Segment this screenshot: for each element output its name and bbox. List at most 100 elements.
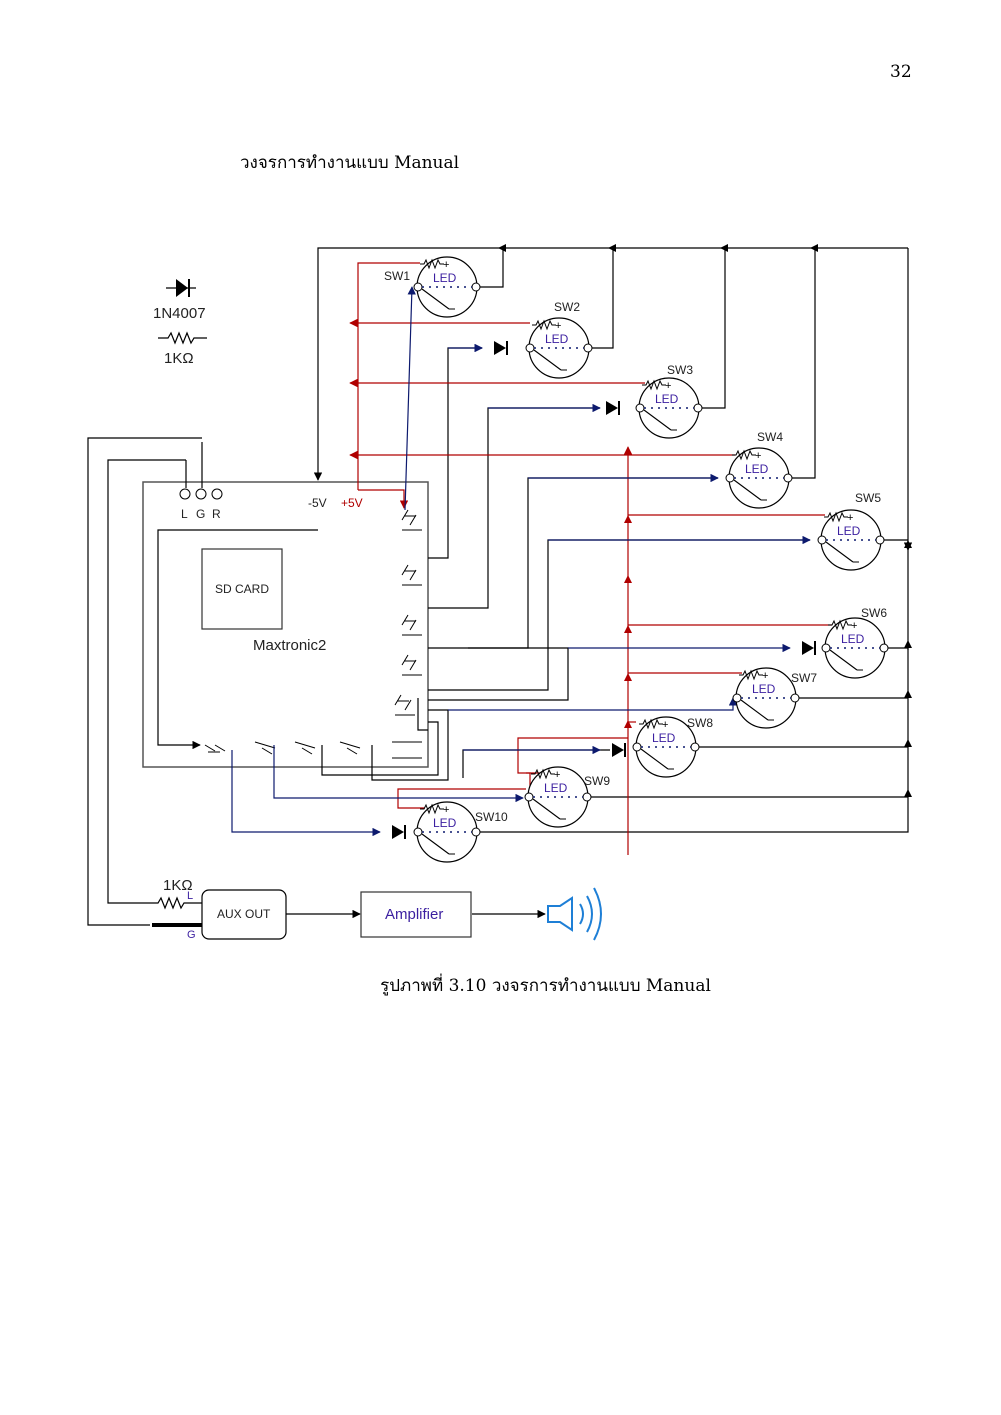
page-number: 32 xyxy=(890,62,912,82)
led-label: LED xyxy=(433,271,457,285)
switch-lever xyxy=(740,699,774,721)
polarity-plus: + xyxy=(555,320,561,332)
legend-diode-label: 1N4007 xyxy=(153,305,206,322)
positive-wiring xyxy=(349,262,832,855)
terminal-right xyxy=(790,693,800,703)
polarity-plus: + xyxy=(755,450,761,462)
switch-label: SW10 xyxy=(475,810,508,824)
switch-lever xyxy=(640,748,674,770)
terminal-left xyxy=(725,473,735,483)
switch-lever xyxy=(421,833,455,855)
polarity-plus: + xyxy=(443,804,449,816)
switch-lever xyxy=(643,409,677,431)
board-name: Maxtronic2 xyxy=(253,637,326,654)
resistor-icon xyxy=(158,331,207,345)
terminal-left xyxy=(817,535,827,545)
neg-rail-label: -5V xyxy=(308,496,327,510)
aux-resistor-label: 1KΩ xyxy=(163,877,193,894)
polarity-plus: + xyxy=(847,512,853,524)
terminal-right xyxy=(583,343,593,353)
legend-resistor-label: 1KΩ xyxy=(164,350,194,367)
inline-diodes xyxy=(392,341,816,839)
page-heading: วงจรการทำงานแบบ Manual xyxy=(240,153,460,173)
terminal-right xyxy=(879,643,889,653)
led-label: LED xyxy=(841,632,865,646)
led-label: LED xyxy=(837,524,861,538)
terminal-right xyxy=(471,827,481,837)
diode-icon xyxy=(612,743,626,757)
switch-label: SW4 xyxy=(757,430,783,444)
speaker-icon xyxy=(547,887,602,941)
aux-l-label: L xyxy=(187,890,193,902)
resistor-icon xyxy=(639,718,663,730)
switch-label: SW5 xyxy=(855,491,881,505)
switch-label: SW2 xyxy=(554,300,580,314)
led-label: LED xyxy=(433,816,457,830)
pos-rail-label: +5V xyxy=(341,496,363,510)
switch-lever xyxy=(825,541,859,563)
pin-label-g: G xyxy=(196,507,205,521)
switch-3: +LED SW3 xyxy=(635,363,703,439)
switch-label: SW8 xyxy=(687,716,713,730)
aux-g-label: G xyxy=(187,929,196,941)
amplifier-box xyxy=(360,891,472,938)
terminal-right xyxy=(471,282,481,292)
led-label: LED xyxy=(652,731,676,745)
red-arrows xyxy=(624,515,632,728)
switch-7: +LED SW7 xyxy=(732,667,817,729)
switch-2: +LED SW2 xyxy=(525,300,593,379)
switch-label: SW3 xyxy=(667,363,693,377)
legend-diode xyxy=(166,279,196,297)
terminal-left xyxy=(413,282,423,292)
terminal-right xyxy=(875,535,885,545)
led-label: LED xyxy=(752,682,776,696)
terminal-left xyxy=(413,827,423,837)
signal-wiring xyxy=(231,286,811,837)
terminal-left xyxy=(524,792,534,802)
diode-icon xyxy=(606,401,620,415)
terminal-left xyxy=(821,643,831,653)
board-buttons xyxy=(204,509,422,759)
resistor-icon xyxy=(642,379,666,391)
switch-label: SW6 xyxy=(861,606,887,620)
resistor-icon xyxy=(824,511,848,523)
diode-icon xyxy=(176,279,188,297)
terminal-left xyxy=(732,693,742,703)
switch-lever xyxy=(532,798,566,820)
switch-label: SW1 xyxy=(384,269,410,283)
switch-1: +LED SW1 xyxy=(384,256,481,318)
polarity-plus: + xyxy=(665,380,671,392)
amplifier-label: Amplifier xyxy=(385,906,443,923)
aux-out-box xyxy=(201,889,287,940)
maxtronic-board xyxy=(142,481,429,768)
terminal-right xyxy=(582,792,592,802)
switch-8: +LED SW8 xyxy=(632,716,713,778)
sd-card-slot xyxy=(201,548,283,630)
switch-label: SW7 xyxy=(791,671,817,685)
polarity-plus: + xyxy=(662,719,668,731)
led-label: LED xyxy=(544,781,568,795)
audio-pins xyxy=(179,488,223,500)
switch-5: +LED SW5 xyxy=(817,491,885,571)
switch-label: SW9 xyxy=(584,774,610,788)
resistor-icon xyxy=(828,619,852,631)
switch-lever xyxy=(733,479,767,501)
legend-resistor xyxy=(158,331,207,345)
resistor-icon xyxy=(532,319,556,331)
pin-label-l: L xyxy=(181,507,188,521)
terminal-left xyxy=(632,742,642,752)
switch-lever xyxy=(533,349,567,371)
led-label: LED xyxy=(545,332,569,346)
switch-lever xyxy=(421,288,455,310)
led-label: LED xyxy=(655,392,679,406)
diode-icon xyxy=(802,641,816,655)
polarity-plus: + xyxy=(443,259,449,271)
polarity-plus: + xyxy=(762,670,768,682)
sd-card-label: SD CARD xyxy=(215,582,269,596)
rail-arrows xyxy=(498,244,912,797)
led-label: LED xyxy=(745,462,769,476)
switch-4: +LED SW4 xyxy=(725,430,793,509)
